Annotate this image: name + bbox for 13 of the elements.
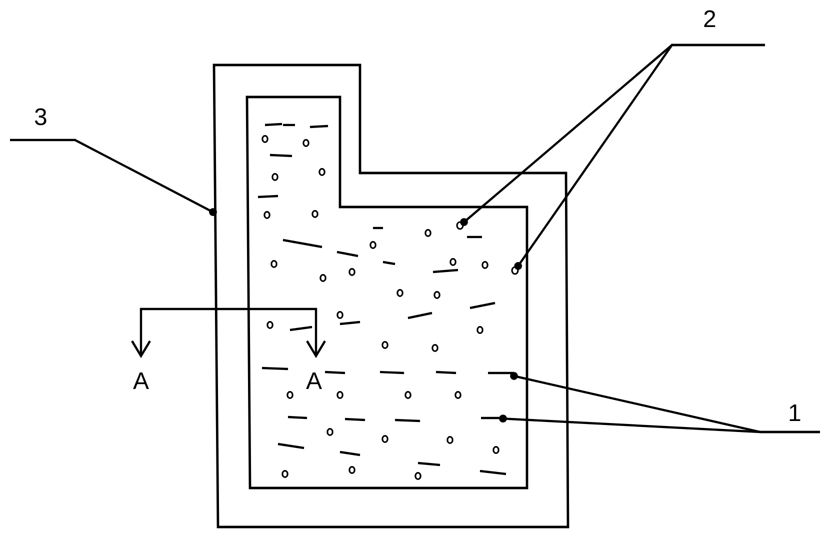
leader-line (514, 44, 765, 270)
outer-wall (213, 64, 570, 529)
section-label: A (306, 368, 322, 396)
leader-line (499, 414, 820, 434)
leader-line (10, 138, 217, 216)
particle (456, 221, 464, 230)
filler-region (246, 96, 529, 490)
fiber-dash (488, 370, 514, 376)
callout-number: 3 (34, 104, 56, 134)
particle (511, 266, 519, 275)
section-label: A (133, 368, 150, 396)
callout-number: 1 (788, 400, 810, 430)
callout-number: 2 (703, 6, 725, 36)
